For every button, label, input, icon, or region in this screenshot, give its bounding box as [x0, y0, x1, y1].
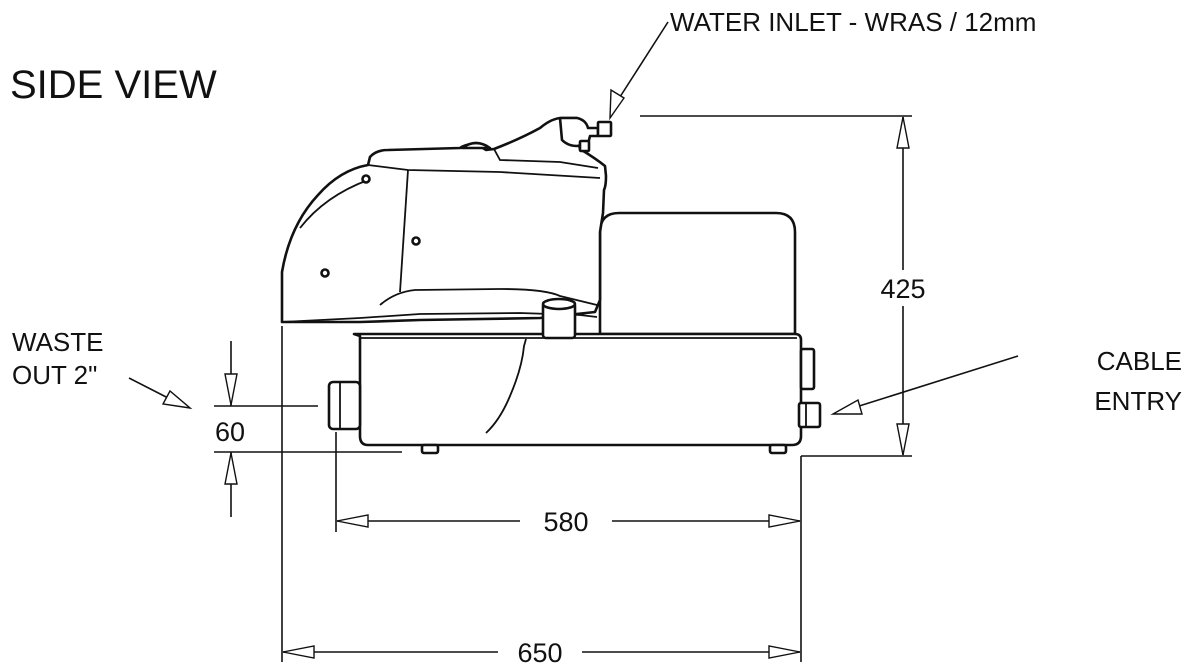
- dimension-650-label: 650: [517, 638, 562, 668]
- waste-outlet-stub: [327, 380, 362, 431]
- arrow-down-icon: [224, 373, 238, 406]
- arrow-left-icon: [336, 514, 369, 528]
- cable-gland-lower: [797, 401, 822, 429]
- cable-entry-label-line2: ENTRY: [1094, 386, 1182, 416]
- arrow-up-icon: [896, 116, 910, 149]
- top-cap: [460, 141, 492, 150]
- cable-gland-upper: [799, 347, 816, 391]
- arrow-left-icon: [282, 645, 315, 659]
- dimension-60: 60: [214, 341, 402, 517]
- rivet: [320, 268, 330, 278]
- unit-outline: [280, 116, 822, 455]
- dimension-425-label: 425: [880, 274, 925, 304]
- inlet-nut: [578, 139, 591, 153]
- view-title: SIDE VIEW: [10, 63, 217, 107]
- leader-line: [855, 355, 1019, 408]
- cable-entry-callout: CABLE ENTRY: [830, 346, 1182, 416]
- rivet: [411, 236, 421, 246]
- arrow-icon: [830, 398, 863, 415]
- arrow-icon: [609, 88, 625, 121]
- water-inlet-callout: WATER INLET - WRAS / 12mm: [609, 7, 1036, 121]
- hood-top-line: [367, 164, 601, 179]
- arrow-right-icon: [768, 645, 801, 659]
- arrow-right-icon: [768, 514, 801, 528]
- base-tank: [352, 332, 803, 447]
- front-hood: [280, 116, 608, 324]
- left-foot: [420, 443, 440, 455]
- water-inlet-label: WATER INLET - WRAS / 12mm: [670, 7, 1036, 37]
- dimension-60-label: 60: [215, 417, 245, 447]
- dimension-580: 580: [335, 432, 802, 537]
- hood-sweep: [379, 288, 598, 306]
- leader-line: [617, 21, 669, 101]
- dimension-650: 650: [281, 326, 802, 668]
- right-foot: [768, 443, 788, 455]
- waste-out-label-line1: WASTE: [12, 327, 103, 357]
- waste-out-label-line2: OUT 2": [12, 360, 97, 390]
- arrow-icon: [161, 389, 193, 410]
- rivet: [361, 174, 371, 184]
- hood-front-curve: [299, 179, 369, 229]
- hood-lip: [281, 312, 598, 323]
- arrow-down-icon: [896, 423, 910, 456]
- tank-curve: [485, 338, 527, 434]
- cable-entry-label-line1: CABLE: [1097, 346, 1182, 376]
- motor-housing: [598, 211, 797, 336]
- hood-panel-line: [399, 169, 409, 293]
- dimension-425: 425: [640, 115, 934, 457]
- waste-out-callout: WASTE OUT 2": [12, 327, 193, 410]
- leader-line: [128, 377, 173, 401]
- arrow-up-icon: [224, 452, 238, 485]
- outlet-spigot-rim: [541, 297, 577, 311]
- inlet-valve: [558, 116, 600, 148]
- hood-seam: [493, 148, 599, 169]
- inlet-fitting: [596, 120, 613, 138]
- dimension-580-label: 580: [543, 507, 588, 537]
